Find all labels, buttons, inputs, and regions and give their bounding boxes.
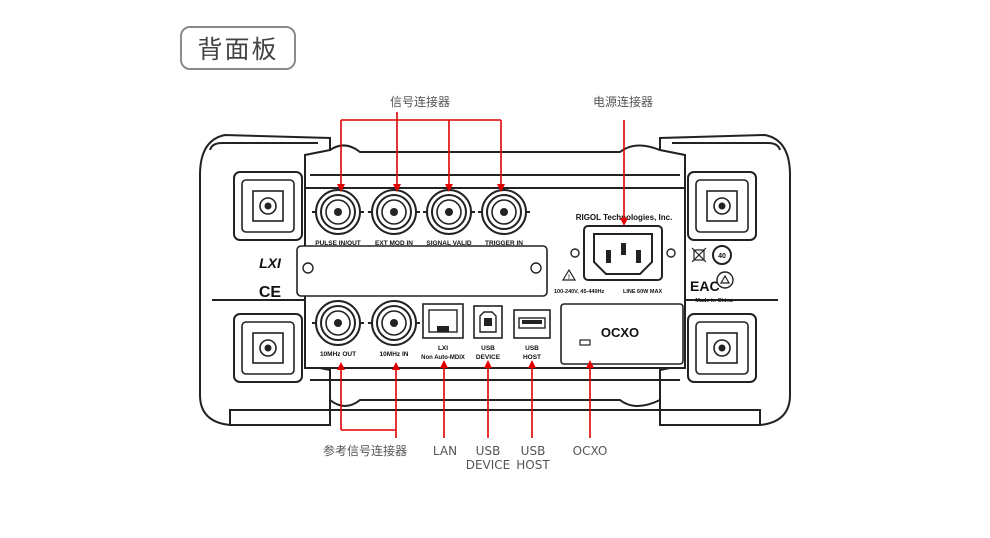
rohs-40-icon: 40 xyxy=(712,245,732,265)
made-in-label: Made in China xyxy=(695,298,733,304)
label-ocxo: OCXO xyxy=(601,325,639,340)
usb-device-port-icon xyxy=(473,305,503,339)
foot-bottom-right-icon xyxy=(687,313,757,383)
warning-triangle-icon: ! xyxy=(561,268,577,281)
foot-top-right-icon xyxy=(687,171,757,241)
label-lxi: LXI xyxy=(438,345,448,352)
label-usb-host-1: USB xyxy=(525,345,539,352)
label-trigger-in: TRIGGER IN xyxy=(485,240,523,247)
callout-reference-signal-connectors: 参考信号连接器 xyxy=(322,444,407,458)
callout-usb-host: USB HOST xyxy=(510,444,556,472)
foot-top-left-icon xyxy=(233,171,303,241)
blank-plate xyxy=(296,245,548,297)
callout-usb-host-line1: USB xyxy=(520,444,546,458)
label-10mhz-in: 10MHz IN xyxy=(380,351,409,358)
power-socket-icon xyxy=(570,225,676,281)
label-usb-device-2: DEVICE xyxy=(476,354,501,361)
power-spec-voltage: 100-240V, 45-440Hz xyxy=(554,289,605,295)
ocxo-plate xyxy=(560,303,684,365)
callout-usb-device-line2: DEVICE xyxy=(465,458,511,472)
label-usb-device-1: USB xyxy=(481,345,495,352)
recycle-icon xyxy=(716,271,734,289)
callout-usb-device-line1: USB xyxy=(475,444,501,458)
eac-mark: EAC xyxy=(690,278,720,294)
callout-usb-device: USB DEVICE xyxy=(462,444,514,472)
label-signal-valid: SIGNAL VALID xyxy=(426,240,472,247)
callout-lan: LAN xyxy=(432,444,458,458)
page-title: 背面板 xyxy=(180,26,296,70)
lan-port-icon xyxy=(422,303,464,339)
weee-icon xyxy=(691,247,707,263)
label-non-auto-mdix: Non Auto-MDIX xyxy=(421,355,465,361)
label-10mhz-out: 10MHz OUT xyxy=(320,351,356,358)
power-spec-line: LINE 60W MAX xyxy=(623,289,662,295)
callout-ocxo: OCXO xyxy=(572,444,608,458)
foot-bottom-left-icon xyxy=(233,313,303,383)
ce-mark: CE xyxy=(259,284,282,301)
callout-signal-connectors: 信号连接器 xyxy=(389,95,450,109)
callout-usb-host-line2: HOST xyxy=(516,458,550,472)
svg-text:40: 40 xyxy=(718,253,726,260)
svg-text:!: ! xyxy=(568,275,570,281)
label-ext-mod-in: EXT MOD IN xyxy=(375,240,413,247)
callout-arrows xyxy=(337,112,628,438)
label-pulse-in-out: PULSE IN/OUT xyxy=(315,240,361,247)
callout-power-connector: 电源连接器 xyxy=(592,95,653,109)
lxi-logo: LXI xyxy=(259,255,282,271)
usb-host-port-icon xyxy=(513,309,551,339)
label-usb-host-2: HOST xyxy=(523,354,541,361)
